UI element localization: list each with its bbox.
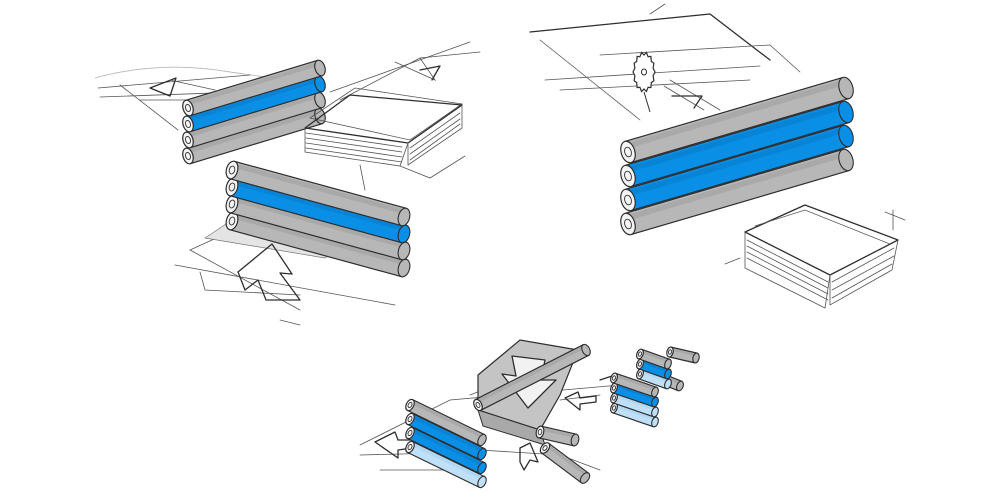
top-right-extra-roller bbox=[666, 346, 700, 364]
roller-2 bbox=[620, 100, 854, 188]
roller-2 bbox=[182, 75, 326, 133]
bottom-left-roller-2 bbox=[405, 412, 487, 461]
sheet-stack-right bbox=[724, 204, 906, 309]
sheet-top-roller bbox=[473, 343, 591, 412]
circular-saw-icon bbox=[632, 51, 705, 113]
sheet-bottom-roller-2 bbox=[539, 442, 591, 484]
top-left-feed-plane bbox=[94, 66, 301, 131]
saw-hub bbox=[641, 68, 647, 76]
roller-stack-right bbox=[620, 76, 854, 236]
roller-4 bbox=[225, 211, 411, 278]
roller-3 bbox=[620, 124, 854, 212]
roller-2 bbox=[225, 177, 411, 244]
roller-3 bbox=[225, 194, 411, 261]
roller-stack-center-left bbox=[225, 160, 411, 278]
top-right-roller-2 bbox=[636, 358, 672, 380]
roller-1 bbox=[620, 76, 854, 164]
mid-right-roller-2 bbox=[610, 382, 659, 408]
cutting-table bbox=[529, 3, 801, 121]
roller-4 bbox=[620, 148, 854, 236]
bottom-left-roller-4 bbox=[405, 440, 487, 489]
top-right-roller-3 bbox=[636, 368, 672, 390]
bottom-left-roller-3 bbox=[405, 426, 487, 475]
roller-1 bbox=[182, 59, 326, 117]
roller-1 bbox=[225, 160, 411, 227]
mid-right-roller-3 bbox=[610, 392, 659, 418]
feed-arrow-icon bbox=[237, 243, 301, 301]
bottom-rollers bbox=[405, 343, 700, 489]
saw-blade bbox=[632, 51, 656, 93]
sheet-stack-top bbox=[304, 41, 481, 191]
mid-right-roller-1 bbox=[610, 372, 659, 398]
bottom-left-roller-1 bbox=[405, 398, 487, 447]
roller-stack-top-left bbox=[182, 59, 326, 165]
sheet-bottom-roller-1 bbox=[535, 425, 580, 447]
mid-right-roller-4 bbox=[610, 402, 659, 428]
top-right-roller-1 bbox=[636, 348, 672, 370]
